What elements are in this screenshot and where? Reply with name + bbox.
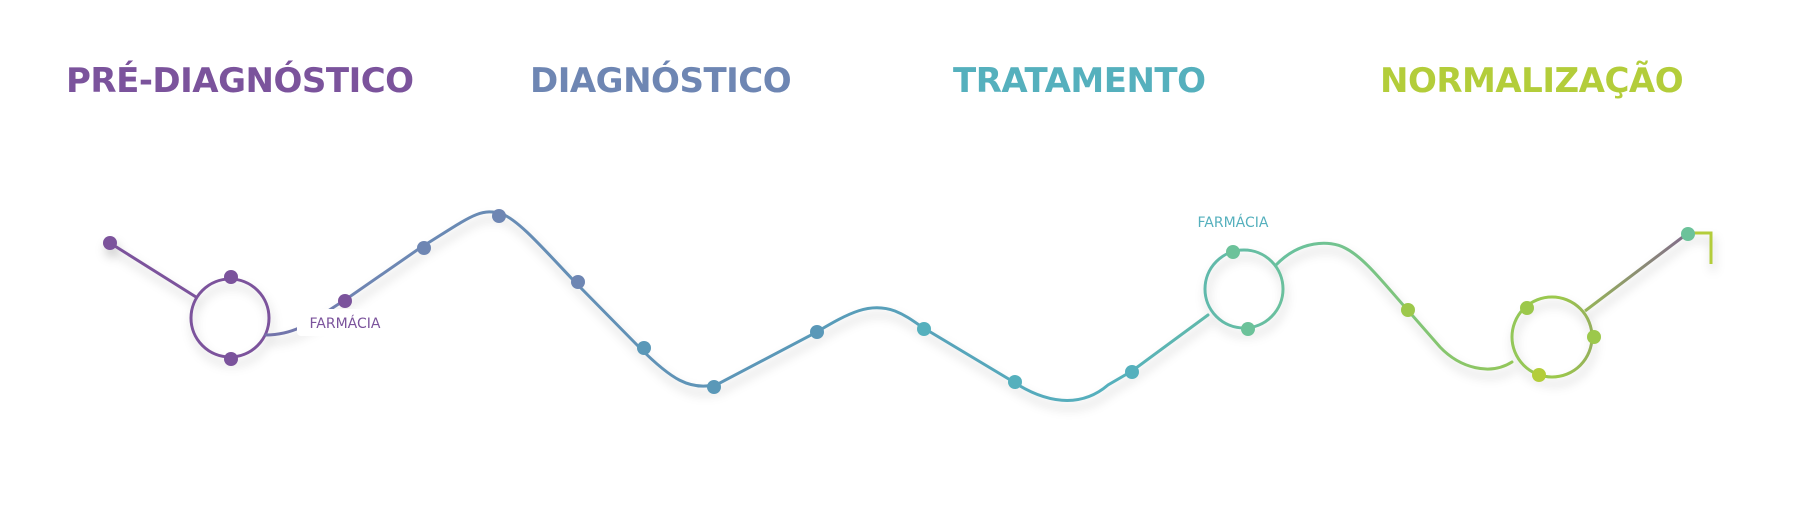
dot-marker-icon	[917, 322, 931, 336]
stage-title-normalizacao: NORMALIZAÇÃO	[1380, 61, 1684, 101]
pharmacy-label-background-1	[297, 309, 393, 336]
loop-1-icon	[189, 277, 271, 359]
pharmacy-label-2: FARMÁCIA	[1198, 214, 1269, 231]
dot-marker-icon	[338, 294, 352, 308]
corner-end-icon	[1688, 231, 1713, 264]
dot-marker-icon	[1241, 322, 1255, 336]
dot-marker-icon	[707, 380, 721, 394]
loop-2-icon	[1203, 248, 1285, 330]
dot-marker-icon	[637, 341, 651, 355]
dot-marker-icon	[1401, 303, 1415, 317]
dot-marker-icon	[417, 241, 431, 255]
dot-marker-icon	[224, 270, 238, 284]
dot-marker-icon	[1681, 227, 1695, 241]
milestone-dots	[224, 209, 1695, 394]
dot-marker-icon	[571, 275, 585, 289]
stage-title-pre-diagnostico: PRÉ-DIAGNÓSTICO	[66, 61, 414, 101]
dot-marker-icon	[224, 352, 238, 366]
journey-main-path	[264, 210, 1210, 402]
dot-marker-icon	[1587, 330, 1601, 344]
journey-exit-line	[1584, 231, 1689, 313]
journey-path-after-loop-2	[1274, 241, 1514, 371]
dot-marker-icon	[1008, 375, 1022, 389]
dot-marker-icon	[492, 209, 506, 223]
dot-marker-icon	[1226, 245, 1240, 259]
dot-marker-icon	[1532, 368, 1546, 382]
journey-lead-in-line	[109, 241, 197, 299]
pharmacy-label-1: FARMÁCIA	[310, 315, 381, 332]
dot-marker-icon	[1520, 301, 1534, 315]
stage-title-tratamento: TRATAMENTO	[953, 61, 1206, 101]
dot-marker-icon	[810, 325, 824, 339]
dot-marker-icon	[1125, 365, 1139, 379]
stage-title-diagnostico: DIAGNÓSTICO	[530, 61, 792, 101]
